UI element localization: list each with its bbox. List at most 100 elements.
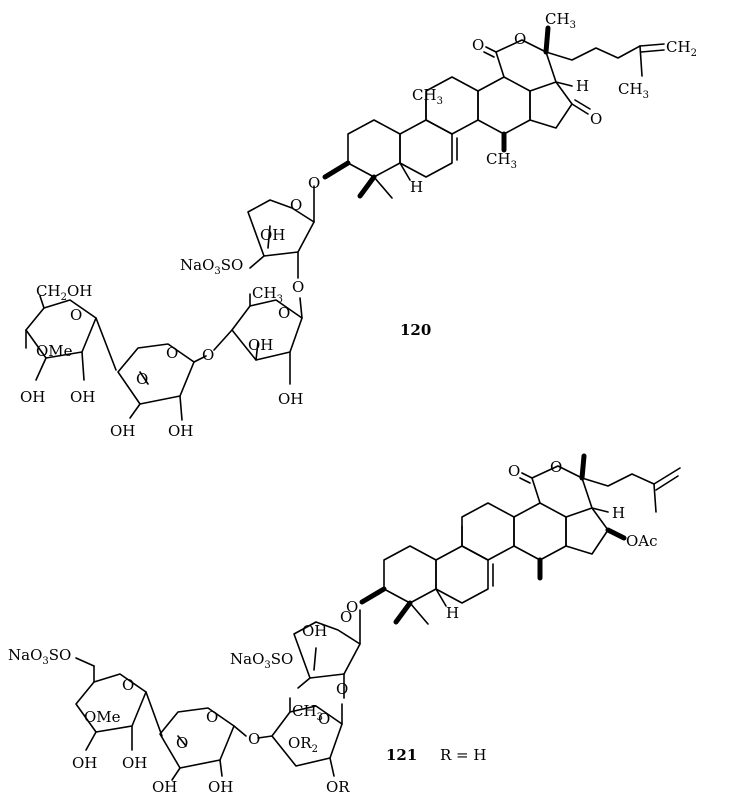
c3-glycoside-bond-121 <box>359 586 387 605</box>
ring-a-121 <box>383 545 437 604</box>
ring-d-121 <box>513 502 567 561</box>
h-c17-bond <box>555 81 573 87</box>
label-h-c5-121: H <box>446 604 459 622</box>
label-xylose-oh: OH <box>260 226 285 244</box>
label-ketone-o: O <box>590 110 602 128</box>
label-lactone-co-121: O <box>508 462 520 480</box>
compound-121: H H OAc O O O O OH NaO3SO O CH3 O OR2 OR… <box>8 453 681 796</box>
lactone-ring <box>495 39 557 83</box>
label-meglc-ome-121: OMe <box>84 708 121 726</box>
aglycone-121 <box>359 453 681 625</box>
label-ch3-c13: CH3 <box>486 150 517 171</box>
sugar-quinovose-120 <box>213 293 303 385</box>
methyl-c20-121 <box>579 453 587 481</box>
h-c17-bond-121 <box>591 507 609 513</box>
label-h-c17: H <box>576 77 589 95</box>
lactone-carbonyl-121 <box>521 472 533 479</box>
methyl-c4b-121 <box>409 602 429 625</box>
label-link-o3-121: O <box>248 730 260 748</box>
label-quinovose-ring-o-121: O <box>318 710 330 728</box>
ring-b-121 <box>435 545 489 604</box>
label-meglc-oh2: OH <box>70 388 95 406</box>
side-chain-120 <box>545 45 641 61</box>
label-sulfate: NaO3SO <box>180 256 243 277</box>
label-glycoside-o-121: O <box>346 598 358 616</box>
label-xylose-oh-121: OH <box>302 622 327 640</box>
label-link-o2-121: O <box>336 680 348 698</box>
label-h-c5: H <box>410 178 423 196</box>
label-meglc-ome: OMe <box>36 342 73 360</box>
label-meglc-oh4: OH <box>20 388 45 406</box>
sugar-glucose-121 <box>159 707 247 781</box>
methyl-c4b <box>373 176 393 199</box>
lactone-ring-121 <box>531 465 593 509</box>
label-ch2oh: CH2OH <box>36 282 92 303</box>
compound-number-120: 120 <box>400 321 431 339</box>
label-meglc-ring-o-121: O <box>122 676 134 694</box>
ketone-bond <box>571 103 589 115</box>
label-glc-oh2-121: OH <box>152 778 177 796</box>
compound-120: CH3 CH3 CH3 CH2 CH3 H H O O O O O OH NaO… <box>20 10 697 440</box>
methyl-c20 <box>543 25 551 55</box>
label-quinovose-or2: OR2 <box>288 734 318 755</box>
sugar-xylose-120 <box>247 185 315 279</box>
methyl-c4a <box>357 174 377 199</box>
glucose-ring-121 <box>159 707 235 769</box>
r-group-note-121: R = H <box>440 746 486 764</box>
label-lactone-o: O <box>514 30 526 48</box>
glucose-ring <box>117 343 195 405</box>
label-glc-oh2: OH <box>110 422 135 440</box>
label-lactone-co: O <box>472 36 484 54</box>
side-chain-121 <box>581 467 681 487</box>
label-link-o4-121: O <box>176 734 188 752</box>
methyl-c4a-121 <box>393 600 413 625</box>
ring-e-121 <box>565 507 609 555</box>
label-link-o3: O <box>202 346 214 364</box>
aglycone-120 <box>322 25 665 199</box>
label-glc-oh3-121: OH <box>208 778 233 796</box>
label-glc-ring-o: O <box>166 344 178 362</box>
label-ch3-c10: CH3 <box>412 86 443 107</box>
c3-glycoside-bond <box>322 160 351 180</box>
ring-c-121 <box>461 502 515 561</box>
terminal-ch2-bond <box>639 43 665 47</box>
label-link-o2: O <box>292 278 304 296</box>
lactone-carbonyl <box>485 46 497 53</box>
label-meglc-oh2-121: OH <box>122 754 147 772</box>
terminal-ch3-bond <box>639 45 643 77</box>
label-quinovose-ch3-121: CH3 <box>292 702 323 723</box>
label-ch2-terminal: CH2 <box>666 38 697 59</box>
label-meglc-ring-o: O <box>70 306 82 324</box>
oac-bond <box>605 527 627 541</box>
label-link-o4: O <box>136 370 148 388</box>
label-xylose-ring-o-121: O <box>340 608 352 626</box>
label-ch3-terminal: CH3 <box>618 80 649 101</box>
label-h-c17-121: H <box>612 504 625 522</box>
label-quinovose-oh3: OH <box>248 336 273 354</box>
label-meglc-oh4-121: OH <box>72 754 97 772</box>
label-glc-ring-o-121: O <box>206 708 218 726</box>
sugar-glucose-120 <box>117 343 207 421</box>
compound-number-121: 121 <box>386 746 417 764</box>
sugar-xylose-121 <box>293 609 361 699</box>
label-glycoside-o: O <box>308 174 320 192</box>
ring-a <box>347 119 401 178</box>
label-quinovose-ring-o: O <box>278 304 290 322</box>
sugar-methylglucose-120 <box>25 295 117 381</box>
h-c5-bond-121 <box>435 588 447 607</box>
label-sulfate-121: NaO3SO <box>230 650 293 671</box>
label-quinovose-ch3: CH3 <box>252 284 283 305</box>
label-oac: OAc <box>626 532 658 550</box>
h-c5-bond <box>399 162 411 181</box>
label-quinovose-or: OR <box>326 778 350 796</box>
label-meglc-sulfate-121: NaO3SO <box>8 646 71 667</box>
ring-e <box>529 81 573 129</box>
sugar-quinovose-121 <box>257 697 343 777</box>
label-quinovose-oh2: OH <box>278 390 303 408</box>
ring-b <box>399 119 453 178</box>
label-xylose-ring-o: O <box>290 196 302 214</box>
sugar-methylglucose-121 <box>75 657 163 751</box>
label-lactone-o-121: O <box>550 458 562 476</box>
label-glc-oh3: OH <box>168 422 193 440</box>
